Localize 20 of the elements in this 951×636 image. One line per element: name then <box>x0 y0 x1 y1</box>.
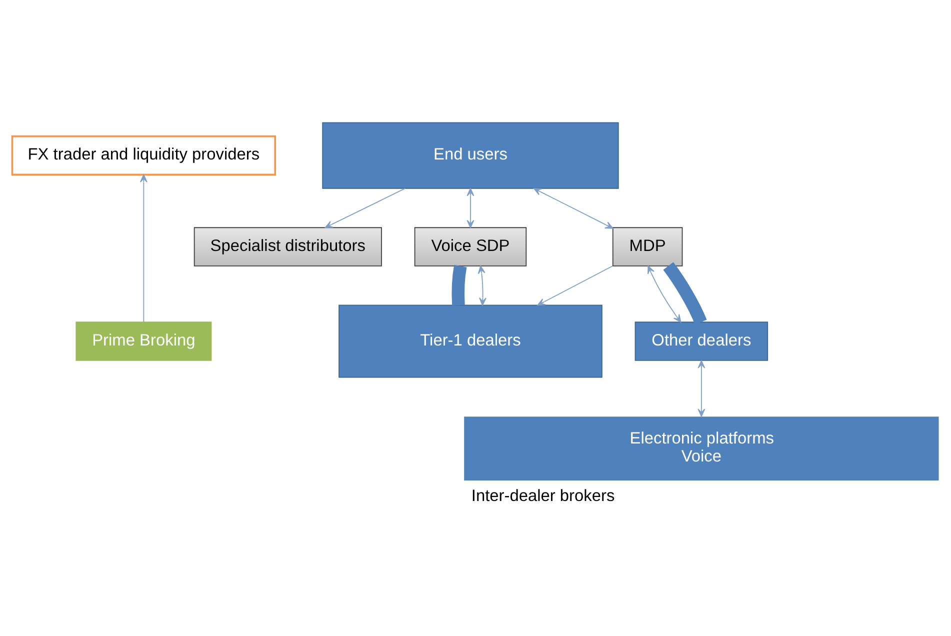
arrow <box>698 360 706 417</box>
arrow <box>533 188 614 229</box>
node-box: Tier-1 dealers <box>338 304 602 378</box>
arrow <box>537 266 614 306</box>
node-box: MDP <box>612 227 683 266</box>
connector <box>452 264 467 306</box>
node-box: Prime Broking <box>76 322 212 361</box>
node-box: End users <box>322 122 619 189</box>
connector <box>663 262 707 325</box>
arrow <box>466 188 474 228</box>
node-box: Specialist distributors <box>194 227 382 266</box>
node-label: Inter-dealer brokers <box>471 486 615 505</box>
arrow <box>648 266 682 323</box>
node-box: Electronic platforms Voice <box>464 416 939 480</box>
arrow <box>478 266 486 306</box>
node-box: Voice SDP <box>414 227 527 266</box>
arrow <box>140 174 148 322</box>
node-box: Other dealers <box>634 322 768 361</box>
arrow <box>324 188 406 228</box>
node-box: FX trader and liquidity providers <box>11 135 276 176</box>
